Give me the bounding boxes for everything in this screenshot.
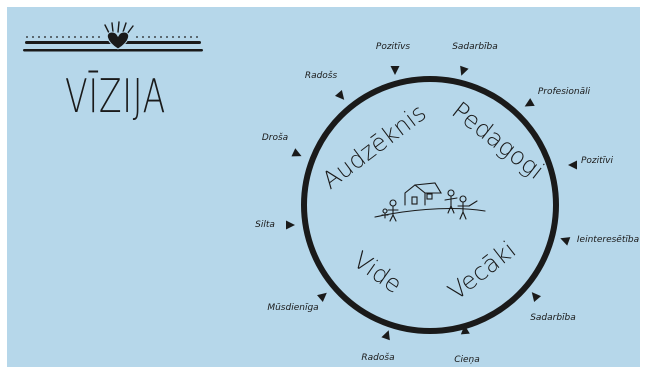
value-label: Ieinteresētība (577, 235, 639, 245)
pointer-triangle-icon (317, 289, 330, 302)
pointer-triangle-icon (335, 90, 348, 103)
pointer-triangle-icon (522, 98, 534, 110)
segment-pedagogi: Pedagogi (447, 96, 550, 185)
value-label: Sadarbība (452, 42, 498, 52)
pointer-triangle-icon (568, 161, 577, 170)
segment-vecaki: Vecāki (443, 236, 522, 306)
value-label: Droša (262, 132, 288, 143)
cycle-ring (304, 79, 556, 331)
value-label: Profesionāli (538, 87, 591, 97)
pointer-triangle-icon (286, 221, 295, 230)
value-label: Pozitīvi (581, 156, 614, 166)
value-label: Silta (255, 220, 275, 230)
family-house-icon (375, 183, 485, 221)
pointer-triangle-icon (291, 148, 303, 160)
value-label: Pozitīvs (376, 42, 411, 52)
slide: VĪZIJA Audzēknis Pedagogi Vide Vecāki Po… (7, 7, 640, 367)
pointer-triangle-icon (381, 329, 393, 341)
value-label: Cieņa (454, 355, 480, 365)
segment-audzeknis: Audzēknis (317, 99, 432, 195)
pointer-triangle-icon (391, 66, 400, 75)
value-label: Sadarbība (530, 313, 576, 323)
value-label: Mūsdienīga (267, 303, 318, 313)
pointer-triangle-icon (528, 289, 541, 302)
pointer-triangle-icon (559, 234, 571, 246)
segment-vide: Vide (348, 246, 407, 299)
value-label: Radoša (361, 352, 394, 363)
pointer-triangle-icon (457, 66, 469, 78)
value-label: Radošs (305, 70, 338, 81)
